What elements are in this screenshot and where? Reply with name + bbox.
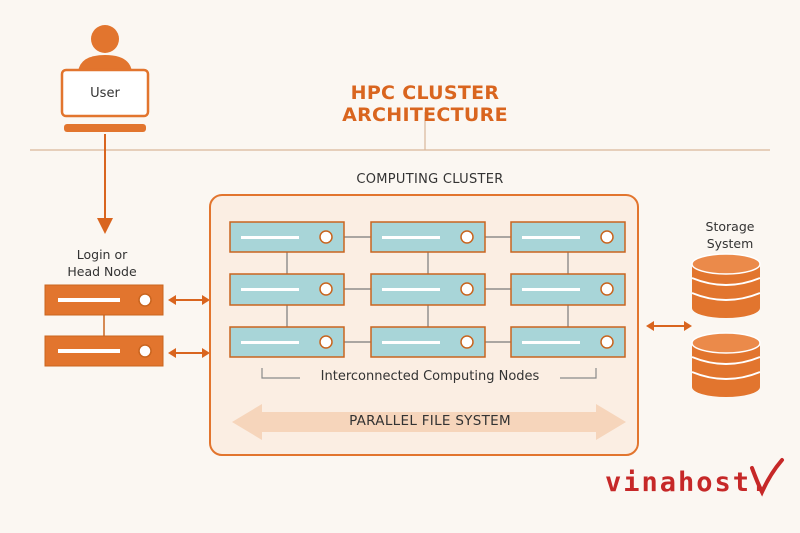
computing-node	[510, 273, 626, 306]
parallel-file-system-arrow	[232, 404, 626, 440]
cluster-title: COMPUTING CLUSTER	[356, 172, 504, 187]
node-horizontal-links	[344, 236, 511, 343]
computing-node	[229, 273, 345, 306]
cluster-storage-arrow	[646, 321, 692, 331]
storage-system-label: Storage System	[680, 218, 780, 252]
storage-cylinder-icon	[691, 253, 761, 318]
computing-node	[370, 273, 486, 306]
page-title: HPC CLUSTER ARCHITECTURE	[342, 82, 508, 126]
login-label-line-1: Login or	[76, 247, 128, 262]
computing-node	[510, 221, 626, 253]
storage-label-line-1: Storage	[705, 219, 755, 234]
computing-cluster-box	[209, 194, 639, 456]
login-cluster-arrow-1	[168, 295, 210, 305]
storage-label-line-2: System	[706, 236, 754, 251]
user-icon	[60, 25, 150, 132]
login-node-2	[44, 335, 164, 367]
login-node-1	[44, 284, 164, 316]
login-node-label: Login or Head Node	[40, 246, 164, 280]
computing-node	[229, 221, 345, 253]
node-vertical-links	[286, 252, 569, 327]
interconnected-nodes-label: Interconnected Computing Nodes	[300, 369, 560, 384]
computing-node	[229, 326, 345, 358]
login-cluster-arrow-2	[168, 348, 210, 358]
computing-node	[370, 221, 486, 253]
storage-cylinder-icon	[691, 332, 761, 397]
login-label-line-2: Head Node	[67, 264, 137, 279]
user-label: User	[90, 86, 120, 101]
computing-node	[510, 326, 626, 358]
parallel-file-system-label: PARALLEL FILE SYSTEM	[349, 413, 511, 429]
brand-check-icon	[750, 458, 784, 497]
computing-node	[370, 326, 486, 358]
brand-logo: vinahost.	[605, 467, 770, 498]
